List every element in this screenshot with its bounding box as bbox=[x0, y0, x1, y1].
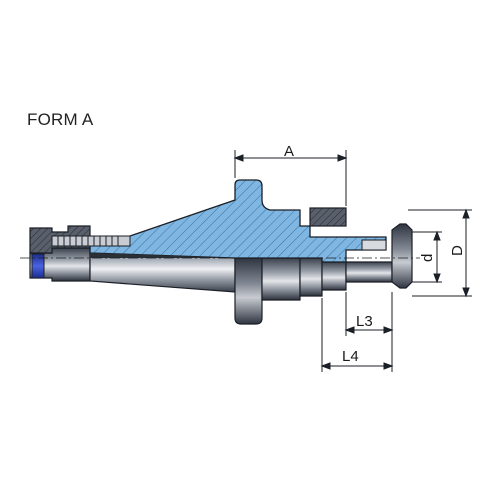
dim-label-L4: L4 bbox=[342, 348, 359, 365]
dimension-D bbox=[408, 208, 472, 298]
dim-label-A: A bbox=[284, 143, 294, 160]
section-view-upper bbox=[89, 179, 387, 263]
dimension-A bbox=[233, 150, 348, 206]
threaded-end bbox=[29, 225, 131, 254]
dim-label-L3: L3 bbox=[356, 313, 373, 330]
set-nut bbox=[309, 207, 347, 227]
drawbar-end-cap bbox=[31, 253, 45, 279]
arbor-detail bbox=[346, 239, 392, 263]
dim-label-d: d bbox=[419, 254, 436, 262]
dim-label-D: D bbox=[449, 245, 466, 256]
dimension-L4 bbox=[320, 298, 394, 372]
dimension-L3 bbox=[344, 292, 394, 372]
dimension-d bbox=[412, 230, 442, 284]
form-title: FORM A bbox=[27, 110, 94, 129]
